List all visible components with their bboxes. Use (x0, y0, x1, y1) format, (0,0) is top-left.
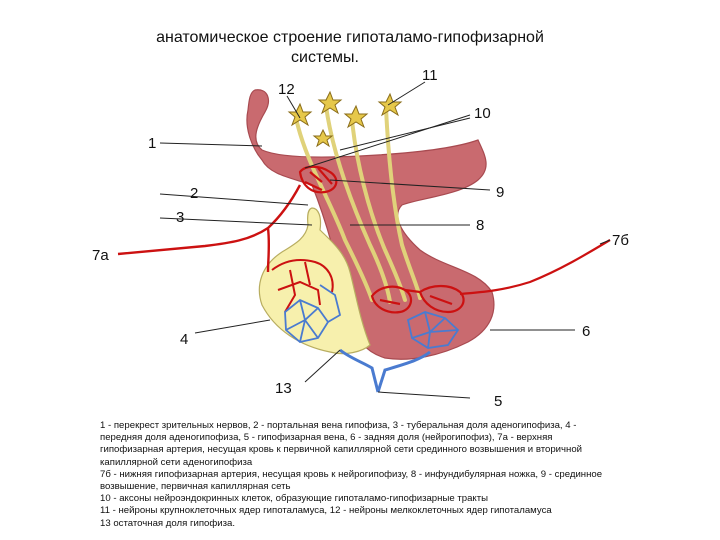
label-7a: 7а (92, 247, 109, 264)
label-10: 10 (474, 105, 491, 122)
label-9: 9 (496, 184, 504, 201)
label-4: 4 (180, 331, 188, 348)
legend: 1 - перекрест зрительных нервов, 2 - пор… (100, 420, 685, 530)
hypothalamic-pituitary-diagram: 1 2 3 4 5 6 7а 7б 8 9 10 11 12 13 (0, 0, 720, 420)
legend-line: 7б - нижняя гипофизарная артерия, несуща… (100, 469, 685, 481)
label-13: 13 (275, 380, 292, 397)
label-6: 6 (582, 323, 590, 340)
legend-line: возвышение, первичная капиллярная сеть (100, 481, 685, 493)
legend-line: 1 - перекрест зрительных нервов, 2 - пор… (100, 420, 685, 432)
legend-line: гипофизарная артерия, несущая кровь к пе… (100, 444, 685, 456)
label-11: 11 (422, 67, 438, 84)
legend-line: передняя доля аденогипофиза, 5 - гипофиз… (100, 432, 685, 444)
legend-line: 13 остаточная доля гипофиза. (100, 518, 685, 530)
legend-line: 10 - аксоны нейроэндокринных клеток, обр… (100, 493, 685, 505)
label-12: 12 (278, 81, 295, 98)
label-1: 1 (148, 135, 156, 152)
label-8: 8 (476, 217, 484, 234)
label-7b: 7б (612, 232, 629, 249)
label-5: 5 (494, 393, 502, 410)
legend-line: капиллярной сети аденогипофиза (100, 457, 685, 469)
legend-line: 11 - нейроны крупноклеточных ядер гипота… (100, 505, 685, 517)
label-2: 2 (190, 185, 198, 202)
label-3: 3 (176, 209, 184, 226)
hypothalamic-neurons (289, 92, 401, 146)
